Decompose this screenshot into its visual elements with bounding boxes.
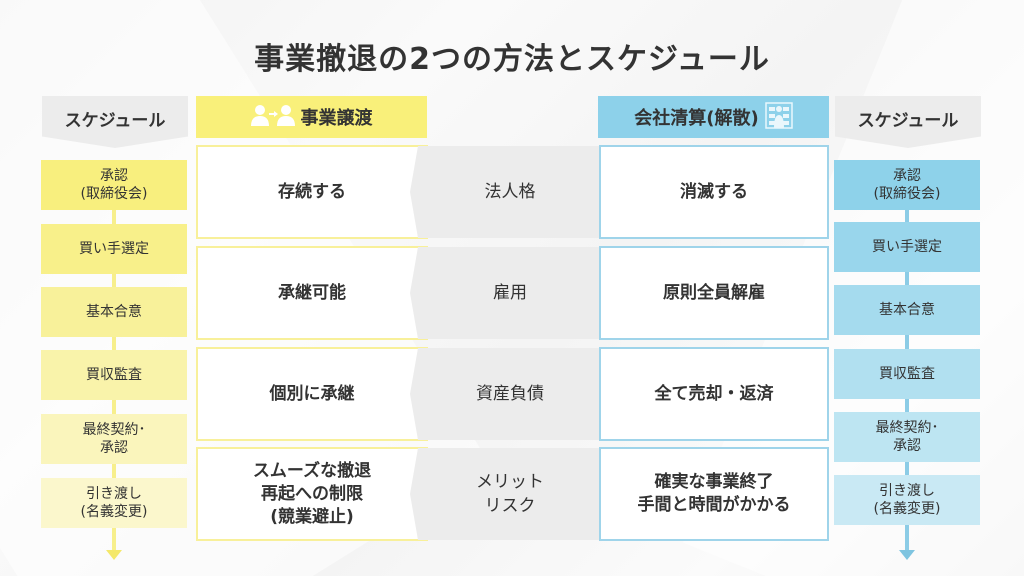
liquidation-cell-employment: 原則全員解雇 (599, 246, 829, 340)
cell-text: 買収監査 (86, 367, 142, 383)
criteria-employment: 雇用 (410, 247, 610, 339)
schedule-step: 買い手選定 (41, 224, 187, 274)
schedule-step: 承認(取締役会) (834, 160, 980, 210)
schedule-step: 引き渡し(名義変更) (41, 478, 187, 528)
liquidation-cell-merit-risk: 確実な事業終了手間と時間がかかる (599, 447, 829, 541)
cell-text: 買い手選定 (872, 239, 942, 255)
liquidation-cell-assets: 全て売却・返済 (599, 347, 829, 441)
schedule-step: 最終契約･承認 (41, 414, 187, 464)
cell-text: 承継可能 (278, 282, 346, 303)
schedule-step: 買い手選定 (834, 222, 980, 272)
schedule-step: 基本合意 (834, 285, 980, 335)
cell-text: 買い手選定 (79, 241, 149, 257)
cell-text: 基本合意 (879, 302, 935, 318)
cell-text: 基本合意 (86, 304, 142, 320)
cell-text: 引き渡し(名義変更) (80, 486, 148, 520)
cell-text: 全て売却・返済 (654, 383, 774, 404)
cell-text: 存続する (278, 181, 346, 202)
criteria-legal-entity: 法人格 (410, 146, 610, 238)
cell-text: メリットリスク (476, 472, 544, 516)
page-title: 事業撤退の2つの方法とスケジュール (254, 42, 770, 77)
transfer-cell-legal-entity: 存続する (196, 145, 428, 239)
right-schedule-header: スケジュール (835, 96, 981, 148)
cell-text: 雇用 (493, 283, 527, 303)
cell-text: 消滅する (680, 181, 748, 202)
arrow-down-icon (899, 550, 915, 560)
liquidation-title: 会社清算(解散) (634, 108, 759, 129)
cell-text: 承認(取締役会) (873, 168, 941, 202)
transfer-cell-merit-risk: スムーズな撤退再起への制限(競業避止) (196, 447, 428, 541)
office-building-icon (764, 101, 793, 134)
schedule-step: 最終契約･承認 (834, 412, 980, 462)
cell-text: 買収監査 (879, 366, 935, 382)
schedule-step: 買収監査 (834, 349, 980, 399)
cell-text: 最終契約･承認 (82, 422, 146, 456)
left-schedule-header: スケジュール (42, 96, 188, 148)
liquidation-cell-legal-entity: 消滅する (599, 145, 829, 239)
cell-text: 承認(取締役会) (80, 168, 148, 202)
cell-text: スムーズな撤退再起への制限(競業避止) (252, 460, 372, 527)
business-transfer-header: 事業譲渡 (196, 96, 427, 138)
business-transfer-title: 事業譲渡 (300, 108, 373, 129)
schedule-step: 引き渡し(名義変更) (834, 475, 980, 525)
cell-text: 法人格 (484, 182, 536, 202)
transfer-cell-employment: 承継可能 (196, 246, 428, 340)
cell-text: 引き渡し(名義変更) (873, 483, 941, 517)
schedule-step: 基本合意 (41, 287, 187, 337)
cell-text: 資産負債 (476, 384, 544, 404)
cell-text: 原則全員解雇 (663, 282, 765, 303)
transfer-cell-assets: 個別に承継 (196, 347, 428, 441)
criteria-assets-liabilities: 資産負債 (410, 348, 610, 440)
cell-text: 最終契約･承認 (875, 420, 939, 454)
schedule-step: 買収監査 (41, 350, 187, 400)
cell-text: 個別に承継 (269, 383, 355, 404)
cell-text: 確実な事業終了手間と時間がかかる (637, 472, 791, 515)
schedule-step: 承認(取締役会) (41, 160, 187, 210)
person-to-person-icon (250, 103, 295, 132)
liquidation-header: 会社清算(解散) (598, 96, 829, 138)
arrow-down-icon (106, 550, 122, 560)
criteria-merit-risk: メリットリスク (410, 448, 610, 540)
